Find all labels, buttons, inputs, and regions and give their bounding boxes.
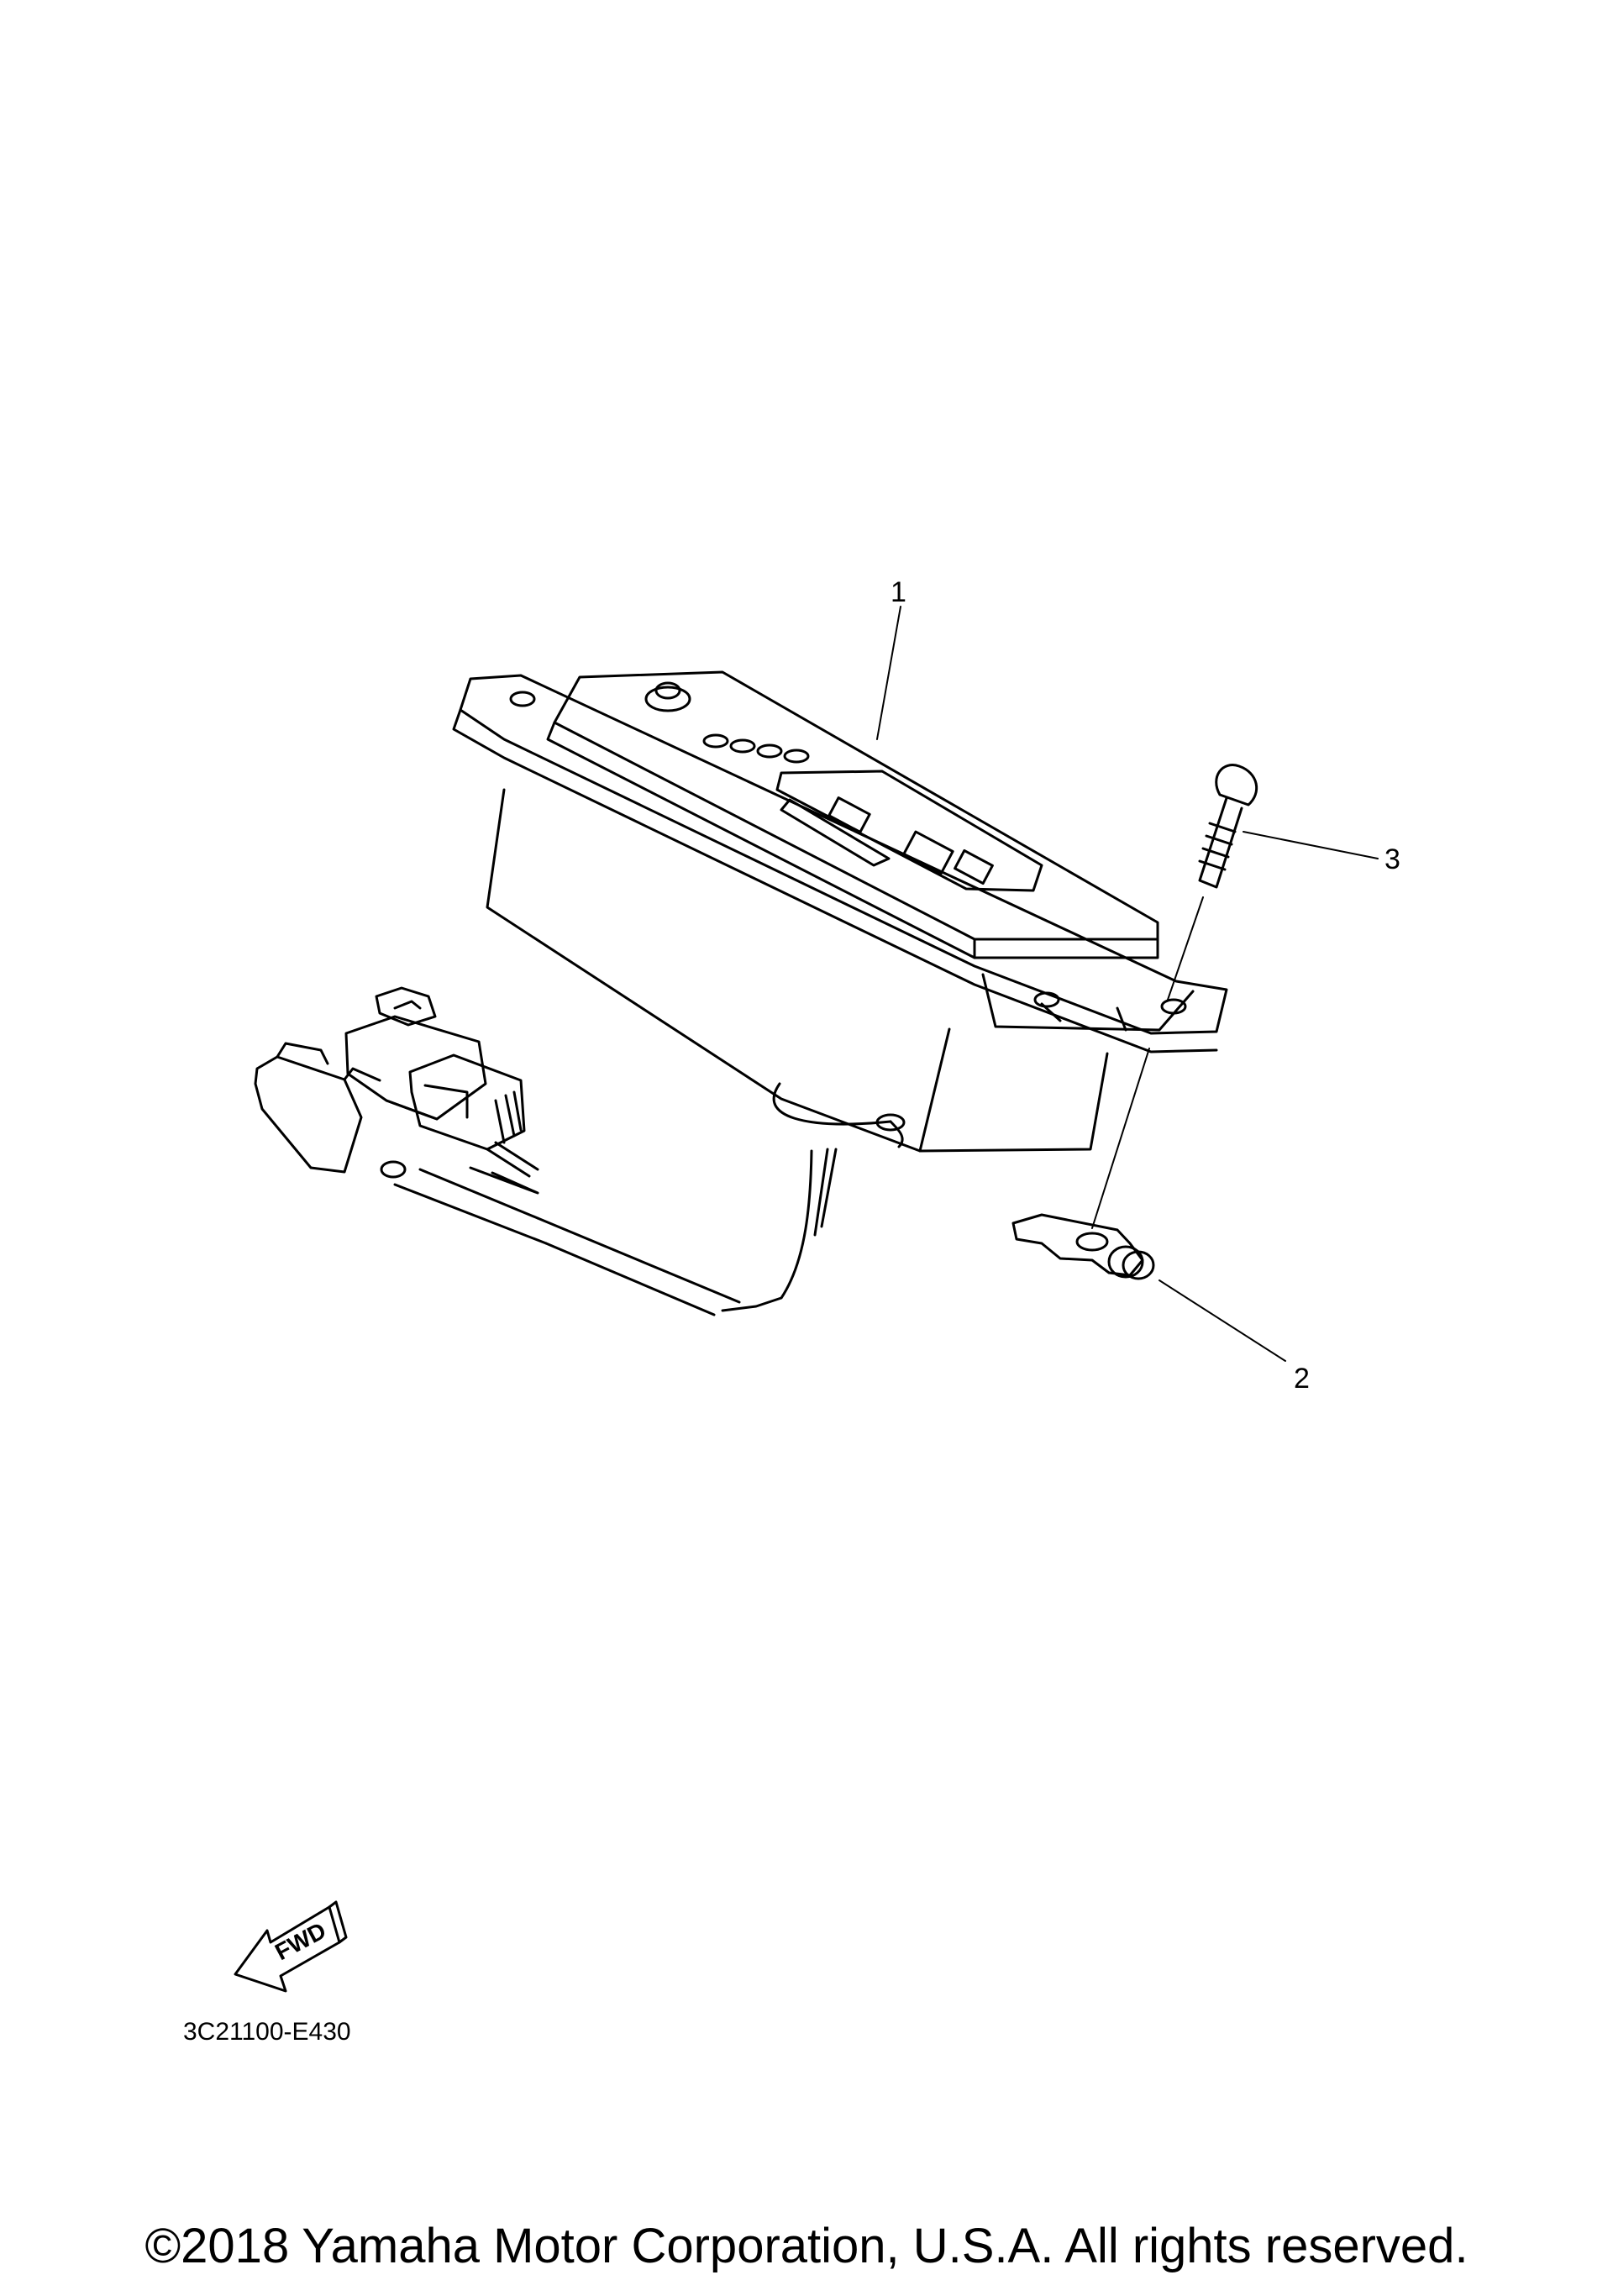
meter-assembly [452,670,1228,1312]
wire-boot [772,1082,892,1126]
clip-axis [1091,1048,1150,1229]
screw-axis [1167,896,1204,1001]
drawing-code: 3C21100-E430 [183,2018,351,2046]
leader-line-2 [1159,1279,1286,1362]
screw [1198,764,1258,889]
callout-part-1: 1 [891,576,906,608]
leader-line-1 [876,606,901,740]
connector-middle [344,986,487,1121]
meter-housing [486,788,1109,1153]
wire-harness [393,1141,741,1316]
connector-right [408,1053,526,1151]
callout-part-2: 2 [1294,1363,1310,1395]
leader-line-3 [1243,831,1379,859]
connector-left [254,1042,407,1179]
u-nut-clip [1011,1213,1155,1280]
lcd-window [775,770,1043,892]
callout-part-3: 3 [1384,843,1400,875]
fwd-arrow-icon: FWD [234,1900,348,1993]
mode-button [644,686,691,712]
copyright-notice: ©2018 Yamaha Motor Corporation, U.S.A. A… [144,2219,1469,2273]
meter-flange [459,674,1228,1035]
